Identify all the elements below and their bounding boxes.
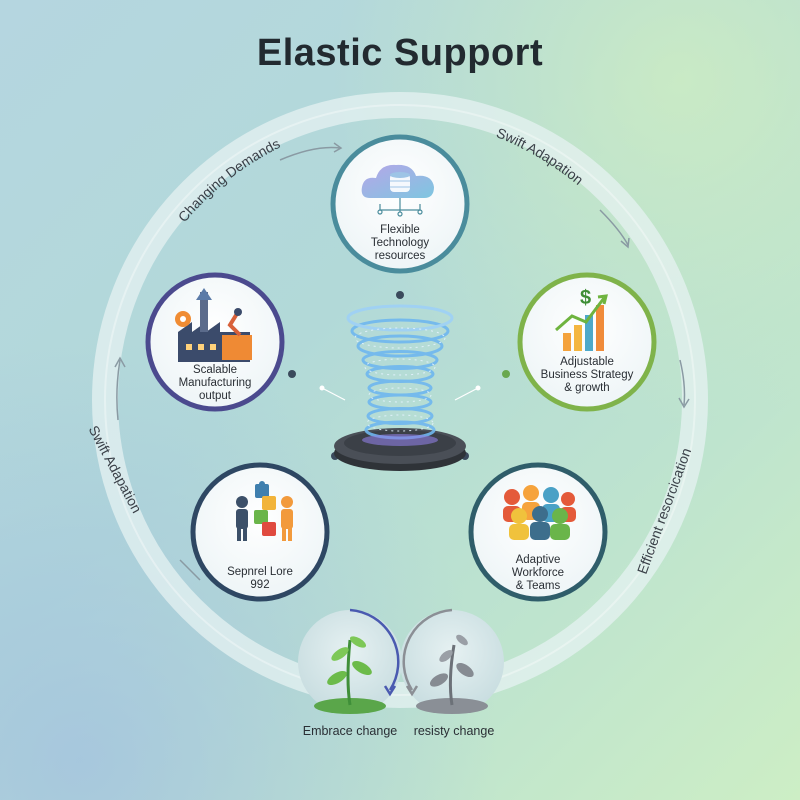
node-label-line: Business Strategy	[540, 369, 634, 381]
resist-change-circle[interactable]	[400, 608, 504, 714]
embrace-change-circle[interactable]	[298, 608, 402, 714]
embrace-change-label: Embrace change	[302, 724, 398, 738]
node-support[interactable]	[190, 462, 330, 602]
node-label-line: Sepnrel Lore	[227, 566, 293, 578]
resist-change-label: resisty change	[413, 724, 495, 738]
connector-dot-right	[502, 370, 510, 378]
outer-ring	[92, 92, 708, 708]
arrow-top-left	[279, 146, 341, 161]
arrow-top-right	[599, 209, 629, 246]
node-label-line: 992	[250, 579, 270, 591]
node-label-line: Flexible	[380, 224, 420, 236]
node-label-workforce: Adaptive Workforce & Teams	[488, 554, 588, 593]
connector-dot-top	[396, 291, 404, 299]
node-label-line: Workforce	[511, 567, 565, 579]
node-label-manufacturing: Scalable Manufacturing output	[160, 364, 270, 403]
team-people-icon	[503, 485, 576, 540]
sprout-icon	[314, 636, 386, 714]
svg-text:$: $	[580, 287, 591, 309]
arrow-left	[116, 359, 121, 421]
outer-ring-highlight	[104, 104, 696, 696]
node-label-line: resources	[374, 250, 426, 262]
connector-dot-left	[288, 370, 296, 378]
puzzle-people-icon	[236, 481, 293, 541]
node-label-line: & growth	[564, 382, 610, 394]
node-label-line: Technology	[370, 237, 430, 249]
arrow-right	[679, 359, 686, 406]
arrow-bottom-left	[179, 559, 201, 581]
node-label-line: Manufacturing	[178, 377, 252, 389]
node-label-line: Scalable	[192, 364, 238, 376]
growth-chart-icon: $	[555, 287, 608, 351]
node-label-line: & Teams	[515, 580, 561, 592]
page-title: Elastic Support	[256, 32, 544, 74]
ring-arrows	[114, 142, 690, 581]
node-label-line: Adaptive	[515, 554, 561, 566]
node-strategy[interactable]: $	[517, 272, 657, 412]
cloud-database-icon	[361, 164, 434, 217]
node-label-strategy: Adjustable Business Strategy & growth	[530, 356, 644, 395]
node-manufacturing[interactable]	[145, 272, 285, 412]
node-technology[interactable]	[330, 134, 470, 274]
node-label-line: Adjustable	[560, 356, 614, 368]
node-label-line: output	[199, 390, 231, 402]
center-spring	[319, 304, 481, 471]
node-label-support: Sepnrel Lore 992	[210, 566, 310, 592]
wilted-plant-icon	[416, 634, 488, 714]
factory-icon	[175, 288, 252, 362]
node-workforce[interactable]	[468, 462, 608, 602]
node-label-technology: Flexible Technology resources	[350, 224, 450, 263]
